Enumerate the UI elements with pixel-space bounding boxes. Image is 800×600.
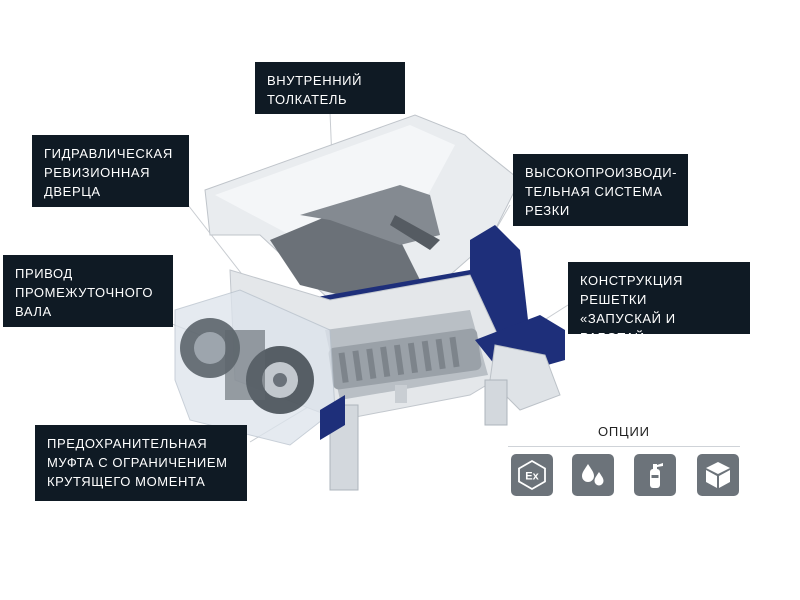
label-hydraulic-door: ГИДРАВЛИЧЕСКАЯ РЕВИЗИОННАЯ ДВЕРЦА bbox=[32, 135, 189, 207]
ex-icon: Ex bbox=[511, 454, 553, 496]
box-icon bbox=[697, 454, 739, 496]
liquid-drops-icon bbox=[572, 454, 614, 496]
options-divider bbox=[508, 446, 740, 447]
label-inner-pusher: ВНУТРЕННИЙ ТОЛКАТЕЛЬ bbox=[255, 62, 405, 114]
label-intermediate-drive: ПРИВОД ПРОМЕЖУТОЧНОГО ВАЛА bbox=[3, 255, 173, 327]
ex-icon-text: Ex bbox=[525, 471, 539, 483]
label-safety-clutch: ПРЕДОХРАНИТЕЛЬНАЯ МУФТА С ОГРАНИЧЕНИЕМ К… bbox=[35, 425, 247, 501]
options-title: ОПЦИИ bbox=[598, 424, 650, 439]
fire-extinguisher-icon bbox=[634, 454, 676, 496]
label-cutting-system: ВЫСОКОПРОИЗВОДИ- ТЕЛЬНАЯ СИСТЕМА РЕЗКИ bbox=[513, 154, 688, 226]
label-screen-design: КОНСТРУКЦИЯ РЕШЕТКИ «ЗАПУСКАЙ И РАБОТАЙ» bbox=[568, 262, 750, 345]
